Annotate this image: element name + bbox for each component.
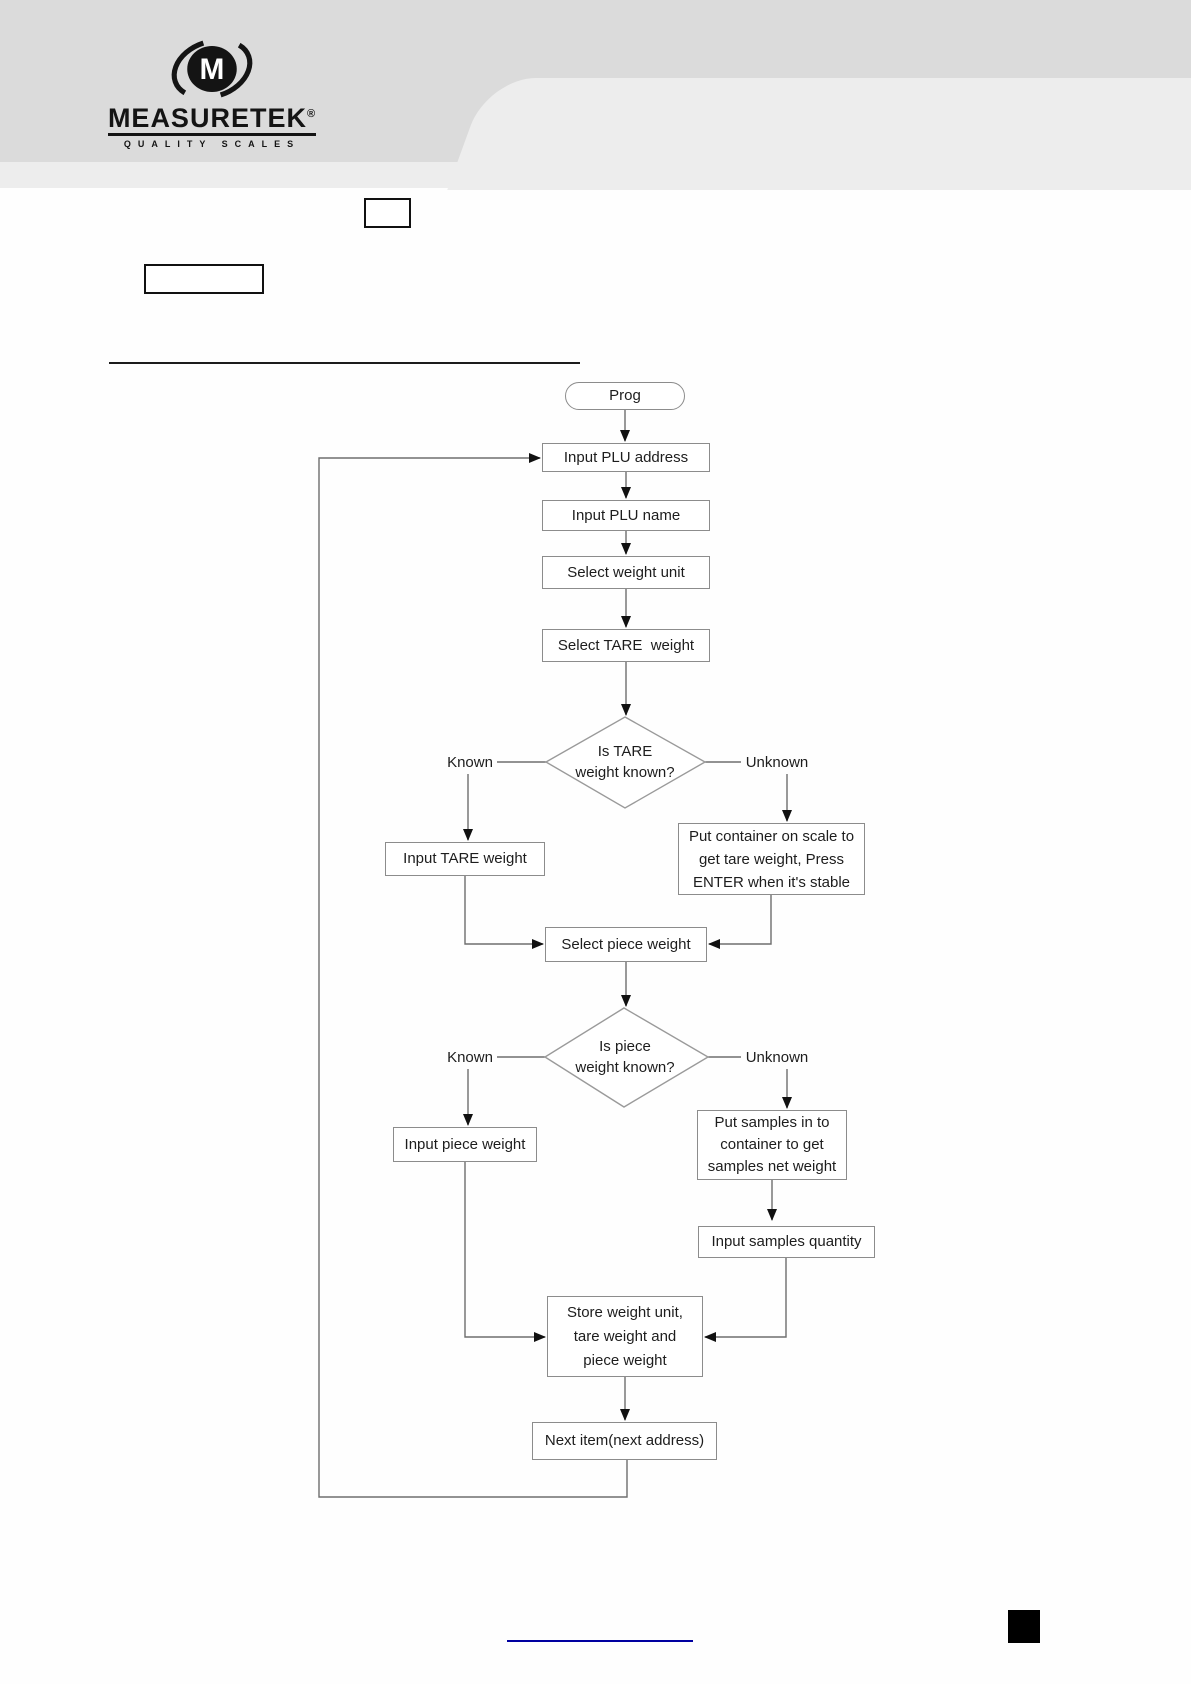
page-number-block: [1008, 1610, 1040, 1643]
node-select-tare-weight: Select TARE weight: [542, 629, 710, 662]
label-tare-unknown: Unknown: [745, 753, 809, 771]
header-strip: [0, 162, 1191, 188]
label-tare-known: Known: [447, 753, 493, 771]
section-heading-rule: [109, 362, 580, 364]
brand-name-text: MEASURETEK: [107, 103, 307, 133]
node-select-weight-unit: Select weight unit: [542, 556, 710, 589]
brand-name: MEASURETEK®: [107, 103, 317, 137]
node-store-values: Store weight unit, tare weight and piece…: [547, 1296, 703, 1377]
node-put-samples-in-container: Put samples in to container to get sampl…: [697, 1110, 847, 1180]
empty-field-box-small: [364, 198, 411, 228]
measuretek-logo-icon: M: [171, 40, 253, 98]
node-select-piece-weight: Select piece weight: [545, 927, 707, 962]
svg-text:M: M: [200, 53, 225, 86]
node-input-piece-weight: Input piece weight: [393, 1127, 537, 1162]
footer-link-underline[interactable]: [507, 1640, 693, 1642]
decision-is-piece-weight-known: Is piece weight known?: [575, 1038, 675, 1076]
registered-mark: ®: [306, 108, 317, 120]
label-piece-unknown: Unknown: [745, 1048, 809, 1066]
node-input-samples-quantity: Input samples quantity: [698, 1226, 875, 1258]
node-start-prog: Prog: [565, 382, 685, 410]
brand-tagline: QUALITY SCALES: [123, 139, 301, 150]
decision-is-tare-weight-known: Is TARE weight known?: [575, 743, 675, 781]
empty-field-box-wide: [144, 264, 264, 294]
node-input-plu-name: Input PLU name: [542, 500, 710, 531]
label-piece-known: Known: [447, 1048, 493, 1066]
node-input-plu-address: Input PLU address: [542, 443, 710, 472]
brand-logo: M MEASURETEK® QUALITY SCALES: [103, 34, 321, 149]
node-input-tare-weight: Input TARE weight: [385, 842, 545, 876]
node-next-item: Next item(next address): [532, 1422, 717, 1460]
node-put-container-on-scale: Put container on scale to get tare weigh…: [678, 823, 865, 895]
